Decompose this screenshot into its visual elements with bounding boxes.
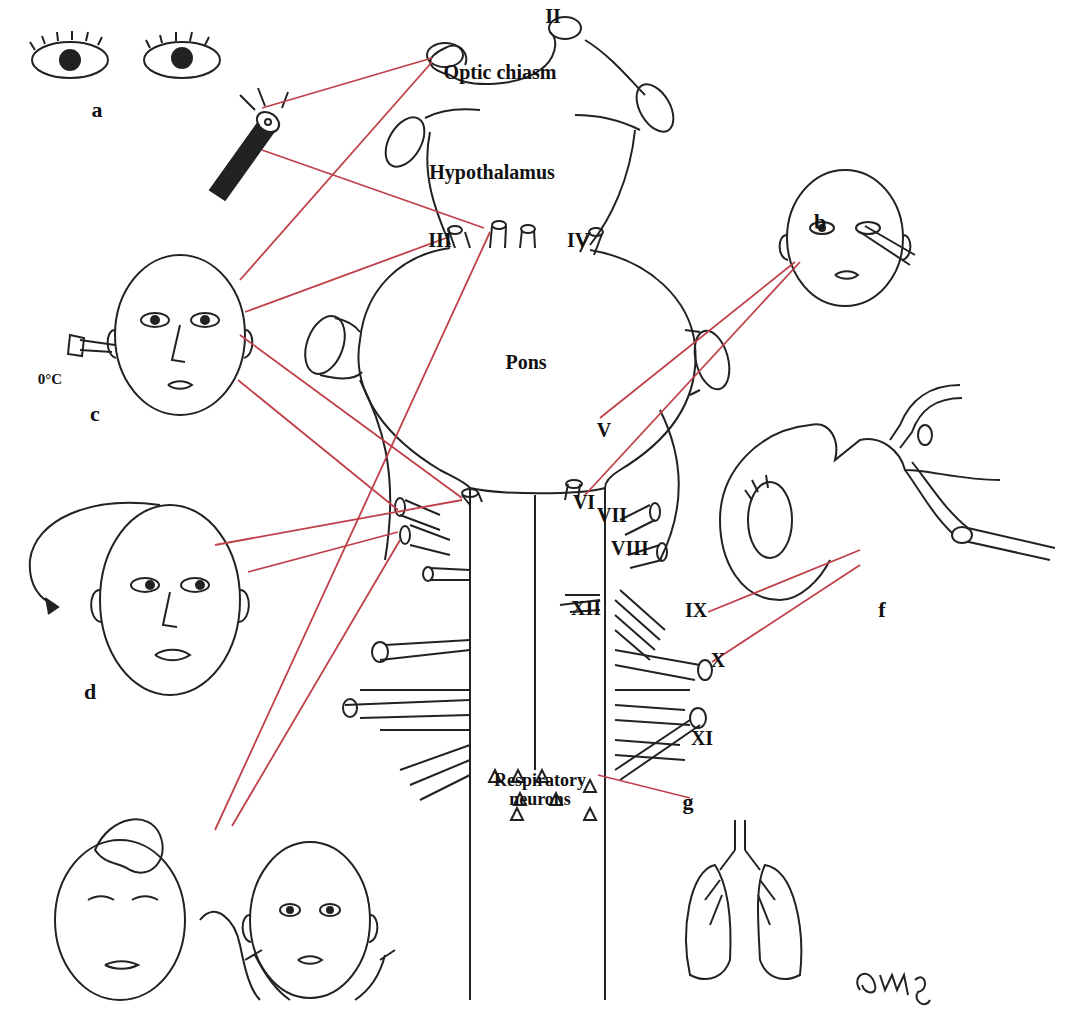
anatomy-label: VII	[597, 505, 627, 526]
figure-letter: f	[878, 598, 885, 621]
anatomy-label: VI	[573, 492, 595, 513]
figure-letter: a	[92, 98, 103, 121]
anatomy-label: Respiratory neurons	[485, 771, 595, 809]
anatomy-label: VIII	[611, 538, 649, 559]
figure-letter: c	[90, 402, 100, 425]
anatomy-label: IV	[567, 230, 589, 251]
anatomy-label: V	[597, 420, 611, 441]
figure-letter: g	[683, 790, 694, 813]
anatomy-label: XII	[571, 598, 601, 619]
anatomy-label: II	[545, 6, 561, 27]
figure-letter: b	[814, 210, 826, 233]
anatomy-label: IX	[685, 600, 707, 621]
anatomy-label: X	[711, 650, 725, 671]
anatomy-label: Pons	[505, 352, 546, 373]
anatomy-label: XI	[691, 728, 713, 749]
figure-letter: d	[84, 680, 96, 703]
anatomy-label: Hypothalamus	[429, 162, 555, 183]
anatomy-label: Optic chiasm	[444, 62, 557, 83]
temperature-label: 0°C	[38, 372, 62, 388]
anatomy-label: III	[428, 230, 451, 251]
